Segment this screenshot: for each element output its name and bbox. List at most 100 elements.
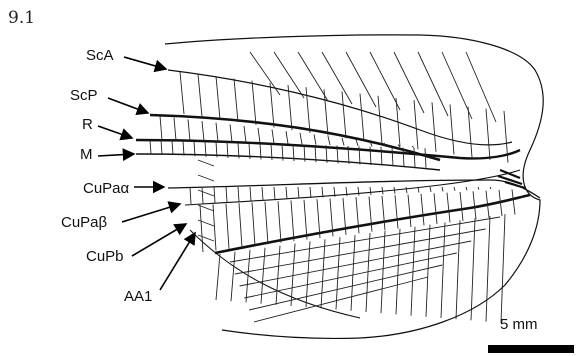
cross-vein <box>342 91 346 138</box>
cross-vein <box>358 187 359 196</box>
cross-vein <box>406 187 407 193</box>
cross-vein <box>198 160 214 166</box>
cross-vein <box>394 52 424 113</box>
cross-vein <box>418 52 448 116</box>
cross-vein <box>183 141 184 156</box>
cross-vein <box>278 201 281 243</box>
cross-vein <box>378 96 382 144</box>
cross-vein <box>314 134 316 144</box>
label-r: R <box>82 116 93 133</box>
cross-vein <box>272 129 274 143</box>
cross-vein <box>172 141 173 155</box>
cross-vein <box>244 126 246 142</box>
cross-vein <box>291 200 294 241</box>
cross-vein <box>322 52 352 104</box>
cross-vein <box>291 244 295 307</box>
label-m: M <box>80 146 93 163</box>
cross-vein <box>473 191 476 219</box>
label-cupa-alpha: CuPaα <box>83 180 129 197</box>
cross-vein <box>306 241 310 307</box>
arrow-scp <box>108 98 148 113</box>
arrow-m <box>98 154 134 156</box>
arrow-cupa-beta <box>122 204 180 222</box>
cross-vein <box>396 229 400 315</box>
cross-vein <box>198 220 214 226</box>
cross-vein <box>274 187 275 200</box>
cross-vein <box>306 87 310 133</box>
cross-vein <box>254 277 428 322</box>
cross-vein <box>490 187 491 189</box>
cross-vein <box>231 252 235 301</box>
cross-vein <box>512 189 515 214</box>
cross-vein <box>426 225 430 317</box>
cross-vein <box>486 109 490 160</box>
cross-vein <box>258 128 260 143</box>
cross-vein <box>432 102 436 152</box>
cross-vein <box>244 253 456 298</box>
cross-vein <box>321 239 325 308</box>
cross-vein <box>460 192 463 221</box>
cross-vein <box>202 187 203 203</box>
cross-vein <box>198 74 202 117</box>
cross-vein <box>262 187 263 200</box>
cross-vein <box>226 204 229 249</box>
cross-vein <box>430 187 431 192</box>
cross-vein <box>190 187 191 204</box>
cross-vein <box>286 187 287 199</box>
cross-vein <box>412 146 414 147</box>
cross-vein <box>382 196 385 230</box>
scale-label: 5 mm <box>500 316 538 333</box>
cross-vein <box>336 237 340 309</box>
cross-vein <box>198 175 214 181</box>
label-scp: ScP <box>70 87 98 104</box>
cross-vein <box>310 187 311 198</box>
cross-vein <box>414 100 418 149</box>
cross-vein <box>234 78 238 122</box>
cross-vein <box>356 140 358 146</box>
cross-vein <box>356 197 359 233</box>
label-sca: ScA <box>86 47 114 64</box>
cross-vein <box>216 254 220 300</box>
cross-vein <box>304 200 307 240</box>
cross-vein <box>265 202 268 244</box>
scale-bar <box>488 345 574 353</box>
cross-vein <box>486 216 490 321</box>
cross-vein <box>351 235 355 311</box>
cross-vein <box>421 194 424 226</box>
cross-vein <box>381 147 382 166</box>
cross-vein <box>188 119 190 140</box>
arrow-cupb <box>132 224 186 256</box>
cross-vein <box>450 104 454 154</box>
cross-vein <box>466 187 467 190</box>
cross-vein <box>394 187 395 194</box>
cross-vein <box>466 52 496 122</box>
cross-vein <box>370 52 400 110</box>
cross-vein <box>414 148 415 167</box>
cross-vein <box>478 187 479 190</box>
cross-vein <box>395 195 398 228</box>
arrow-aa1 <box>160 233 195 290</box>
cross-vein <box>298 187 299 199</box>
cross-vein <box>442 52 472 119</box>
cross-vein <box>501 214 505 323</box>
cross-vein <box>382 187 383 194</box>
arrow-sca <box>124 57 166 69</box>
cross-vein <box>174 118 176 141</box>
cross-vein <box>286 131 288 144</box>
label-aa1: AA1 <box>124 288 152 305</box>
cross-vein <box>369 197 372 232</box>
cross-vein <box>447 193 450 223</box>
cross-vein <box>250 187 251 201</box>
cross-vein <box>471 218 475 320</box>
cross-vein <box>360 94 364 141</box>
cross-vein <box>160 116 162 140</box>
cross-vein <box>180 72 184 114</box>
cross-vein <box>300 133 302 144</box>
cross-vein <box>239 203 242 247</box>
cross-vein <box>238 187 239 202</box>
cross-vein <box>161 140 162 154</box>
cross-vein <box>252 81 256 125</box>
cross-vein <box>370 187 371 195</box>
cross-vein <box>346 52 376 107</box>
